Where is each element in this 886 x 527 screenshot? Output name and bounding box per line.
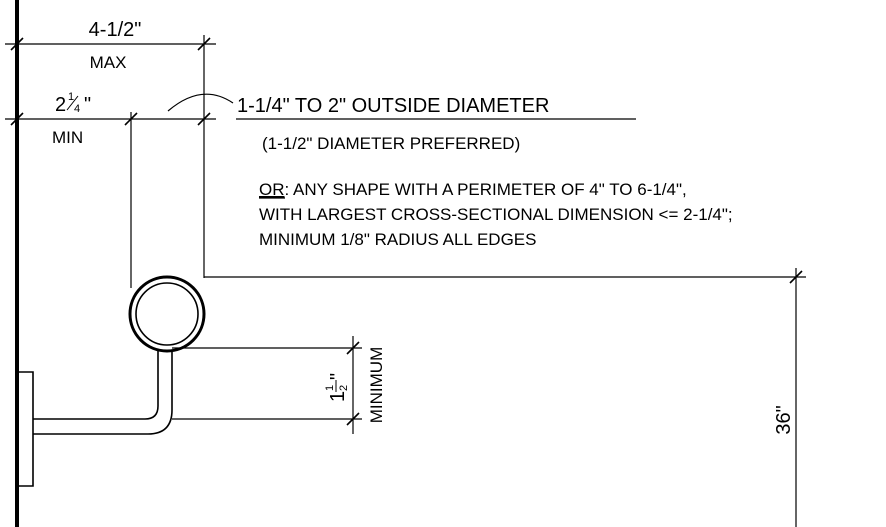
- handrail-inner: [135, 282, 199, 346]
- bracket-wall-plate: [19, 371, 34, 487]
- note-or-line1: OR: ANY SHAPE WITH A PERIMETER OF 4" TO …: [259, 180, 687, 199]
- tick-max-left: [10, 37, 24, 51]
- note-or-line2: WITH LARGEST CROSS-SECTIONAL DIMENSION <…: [259, 205, 733, 224]
- diameter-arc: [167, 93, 234, 112]
- tick-min-left: [10, 112, 24, 126]
- note-or-line3: MINIMUM 1/8" RADIUS ALL EDGES: [259, 230, 536, 249]
- dim-sub-min: MIN: [52, 128, 83, 147]
- clearance-frac-den: 2: [338, 385, 350, 391]
- dim-min-inch: ": [84, 94, 91, 116]
- note-or-text: : ANY SHAPE WITH A PERIMETER OF 4" TO 6-…: [285, 180, 687, 199]
- height-label: 36": [773, 405, 795, 434]
- tick-max-right: [197, 37, 211, 51]
- tick-min-mid: [124, 112, 138, 126]
- dim-min-whole: 2: [55, 94, 66, 116]
- clearance-inch: ": [327, 373, 349, 380]
- note-or-prefix: OR: [259, 180, 285, 199]
- tick-height-top: [789, 270, 803, 284]
- note-preferred: (1-1/2" DIAMETER PREFERRED): [262, 134, 520, 153]
- tick-clearance-top: [346, 341, 360, 355]
- bracket-arm-inner: [33, 350, 173, 435]
- dim-label-max: 4-1/2": [89, 19, 142, 41]
- tick-min-right: [197, 112, 211, 126]
- note-diameter: 1-1/4" TO 2" OUTSIDE DIAMETER: [237, 95, 549, 117]
- clearance-whole: 1: [327, 391, 349, 402]
- clearance-label: 1 1 2 ": [324, 373, 350, 402]
- dim-min-frac-bar: [66, 95, 79, 111]
- bracket-arm: [33, 350, 159, 420]
- dim-sub-max: MAX: [90, 53, 127, 72]
- dim-min-frac-num: 1: [68, 91, 74, 103]
- tick-clearance-bottom: [346, 412, 360, 426]
- clearance-sub: MINIMUM: [367, 347, 386, 423]
- clearance-frac-num: 1: [324, 385, 336, 391]
- handrail-outer: [128, 275, 206, 353]
- dim-min-frac-den: 4: [74, 103, 80, 115]
